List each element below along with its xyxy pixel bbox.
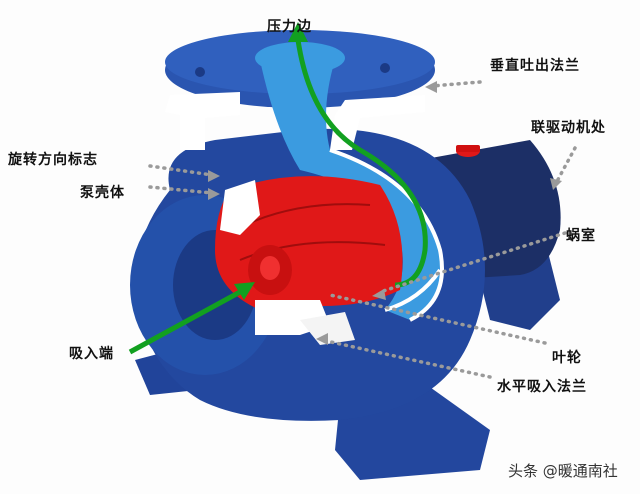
suction-arrowhead	[234, 282, 255, 300]
label-rotation-direction-mark: 旋转方向标志	[8, 152, 98, 168]
label-horizontal-suction-flange: 水平吸入法兰	[497, 379, 587, 395]
volute-channel	[260, 60, 444, 322]
impeller	[215, 176, 403, 310]
label-impeller: 叶轮	[552, 350, 582, 366]
watermark: 头条 @暖通南社	[508, 462, 618, 480]
label-volute: 蜗室	[566, 228, 596, 244]
label-coupling-drive: 联驱动机处	[531, 120, 606, 136]
flow-arrows	[128, 22, 428, 355]
leader-arrowheads	[208, 81, 562, 345]
label-pressure-side: 压力边	[267, 19, 312, 35]
label-suction-end: 吸入端	[69, 346, 114, 362]
discharge-arrowhead	[288, 22, 308, 42]
label-vertical-discharge-flange: 垂直吐出法兰	[490, 58, 580, 74]
label-pump-casing: 泵壳体	[80, 185, 125, 201]
leader-lines	[148, 80, 577, 379]
cut-faces	[220, 180, 442, 345]
